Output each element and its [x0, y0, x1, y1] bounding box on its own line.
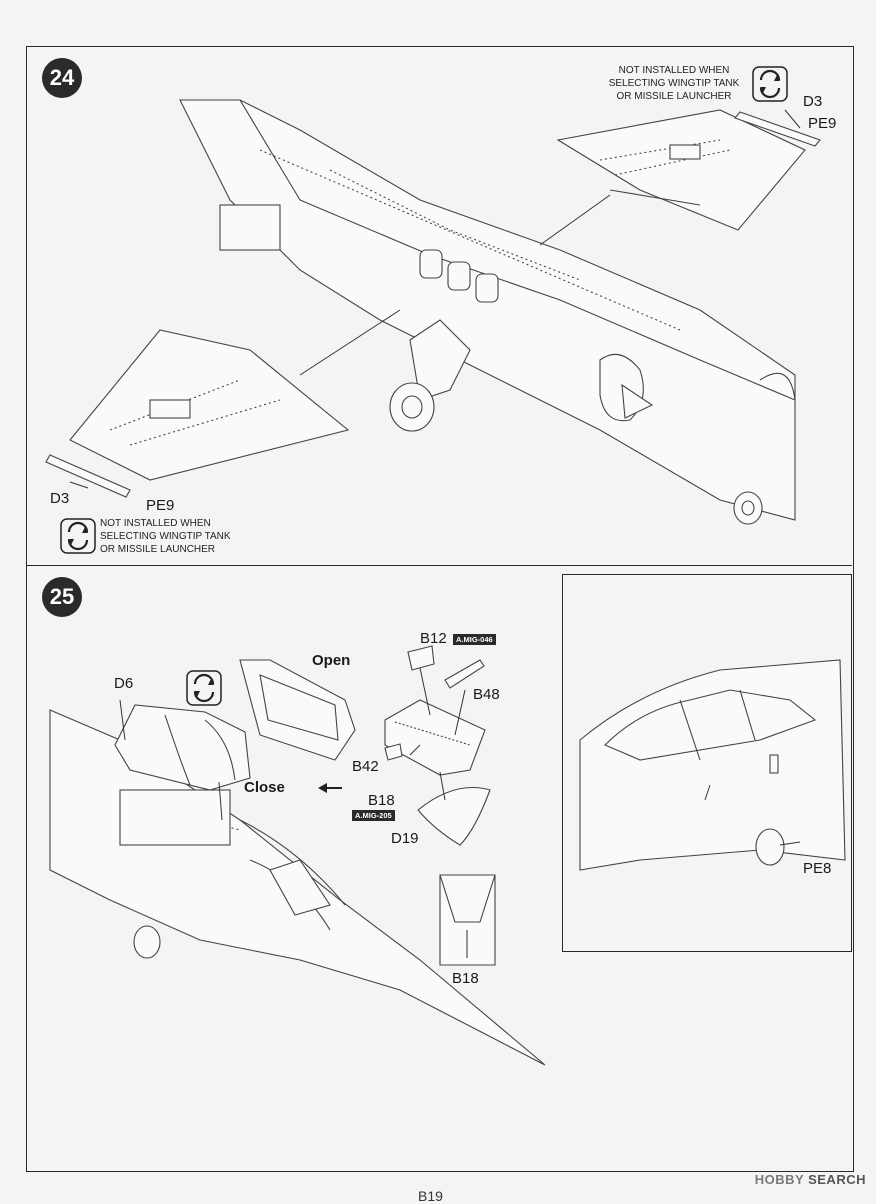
note-bottom-line1: NOT INSTALLED WHEN: [100, 518, 211, 529]
inset-cockpit-drawing: [579, 659, 846, 871]
label-open: Open: [312, 652, 351, 669]
b18-detail-drawing: [439, 874, 496, 966]
note-bottom-not-installed: NOT INSTALLED WHEN SELECTING WINGTIP TAN…: [100, 517, 250, 556]
main-gear-drawing: [389, 319, 763, 525]
part-d3-top: D3: [803, 93, 823, 110]
rotate-flip-icon: [186, 670, 222, 706]
note-bottom-line3: OR MISSILE LAUNCHER: [100, 544, 216, 555]
leader-lines-24: [69, 109, 801, 489]
part-pe8: PE8: [803, 860, 832, 877]
part-d3-bottom: D3: [50, 490, 70, 507]
note-top-not-installed: NOT INSTALLED WHEN SELECTING WINGTIP TAN…: [596, 64, 752, 103]
part-b12: B12: [420, 630, 447, 647]
step-25-badge: 25: [42, 577, 82, 617]
part-b18: B18: [368, 792, 395, 809]
rotate-flip-icon: [752, 66, 788, 102]
part-b42: B42: [352, 758, 379, 775]
nose-fuselage-drawing: [49, 709, 546, 1066]
canopy-open-drawing: [239, 659, 356, 761]
part-pe9-bottom: PE9: [146, 497, 175, 514]
part-b48: B48: [473, 686, 500, 703]
left-arrow-icon: [318, 783, 342, 793]
fuselage-drawing: [179, 99, 796, 521]
part-b18-detail: B18: [452, 970, 479, 987]
step-24-badge: 24: [42, 58, 82, 98]
paint-tag-b12: A.MIG-046: [453, 634, 496, 645]
label-close: Close: [244, 779, 285, 796]
leader-lines-25: [119, 667, 801, 846]
note-top-line3: OR MISSILE LAUNCHER: [616, 91, 732, 102]
rotate-flip-icon: [60, 518, 96, 554]
watermark-brand: HOBBY: [754, 1172, 804, 1187]
right-wing-drawing: [556, 109, 821, 231]
part-d19: D19: [391, 830, 419, 847]
note-top-line1: NOT INSTALLED WHEN: [618, 65, 730, 76]
step-24-number: 24: [49, 65, 75, 90]
page-number: B19: [418, 1188, 443, 1204]
paint-tag-b18: A.MIG-205: [352, 810, 395, 821]
canopy-closed-drawing: [114, 704, 251, 791]
part-d6: D6: [114, 675, 134, 692]
seat-parts-drawing: [384, 645, 491, 846]
watermark: HOBBY SEARCH: [755, 1172, 866, 1187]
detail-inset-box: [562, 574, 852, 952]
watermark-rest: SEARCH: [808, 1172, 866, 1187]
part-pe9-top: PE9: [808, 115, 837, 132]
instruction-frame: [26, 46, 854, 1172]
step-divider: [26, 565, 852, 566]
left-wing-drawing: [45, 329, 350, 498]
note-bottom-line2: SELECTING WINGTIP TANK: [100, 531, 231, 542]
note-top-line2: SELECTING WINGTIP TANK: [608, 78, 740, 89]
step-25-number: 25: [49, 584, 75, 609]
